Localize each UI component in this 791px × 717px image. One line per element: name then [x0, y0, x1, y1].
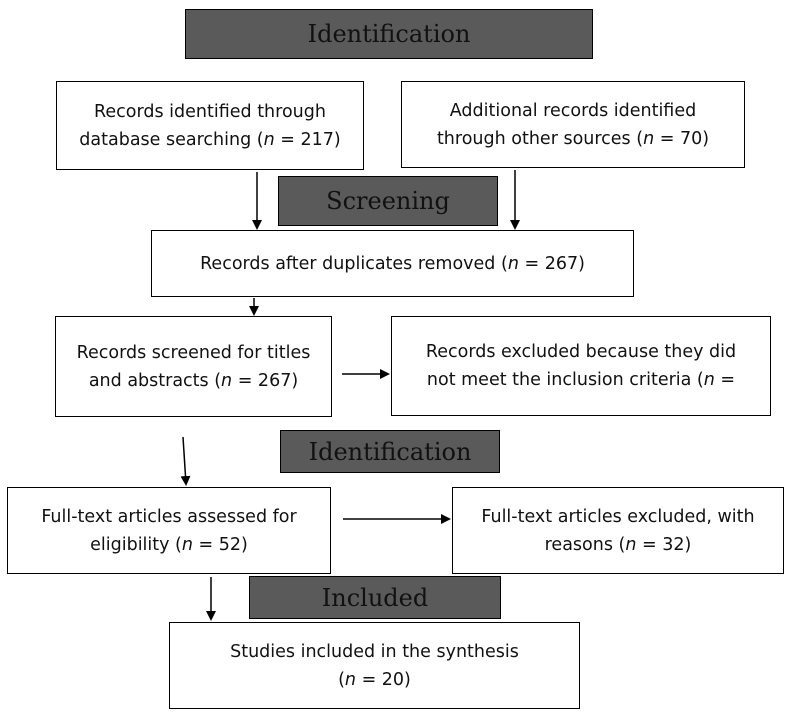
box-line: Full-text articles excluded, with: [481, 506, 755, 527]
header-label: Included: [321, 583, 429, 612]
box-line: reasons (n = 32): [544, 534, 692, 555]
box-line: through other sources (n = 70): [436, 128, 710, 149]
header-identification-top: Identification: [185, 9, 593, 59]
box-line: database searching (n = 217): [79, 129, 341, 150]
box-line: Records identified through: [94, 101, 326, 122]
box-line: and abstracts (n = 267): [88, 370, 299, 391]
arrow-screened-to-fulltext: [180, 436, 191, 486]
box-database-records: Records identified through database sear…: [56, 81, 364, 170]
box-line: Additional records identified: [449, 100, 697, 121]
header-label: Screening: [326, 187, 450, 215]
box-line: (n = 20): [338, 669, 411, 690]
box-included-studies: Studies included in the synthesis (n = 2…: [169, 622, 580, 709]
box-line: Full-text articles assessed for: [41, 506, 297, 527]
box-screened: Records screened for titles and abstract…: [55, 316, 332, 417]
header-label: Identification: [307, 20, 471, 48]
header-screening: Screening: [278, 176, 498, 226]
header-identification-middle: Identification: [280, 430, 500, 473]
box-line: eligibility (n = 52): [90, 534, 248, 555]
header-label: Identification: [308, 437, 472, 466]
box-excluded-screen: Records excluded because they did not me…: [391, 316, 771, 416]
box-after-duplicates: Records after duplicates removed (n = 26…: [151, 230, 634, 297]
box-line: Records excluded because they did: [425, 342, 737, 362]
box-line: Records after duplicates removed (n = 26…: [200, 253, 585, 274]
box-line: Records screened for titles: [76, 342, 311, 363]
box-line: Studies included in the synthesis: [230, 641, 519, 662]
header-included: Included: [249, 576, 501, 619]
box-fulltext-assessed: Full-text articles assessed for eligibil…: [7, 487, 331, 574]
box-other-sources: Additional records identified through ot…: [401, 81, 745, 168]
box-line: not meet the inclusion criteria (n =: [426, 370, 736, 390]
box-fulltext-excluded: Full-text articles excluded, with reason…: [452, 487, 784, 574]
